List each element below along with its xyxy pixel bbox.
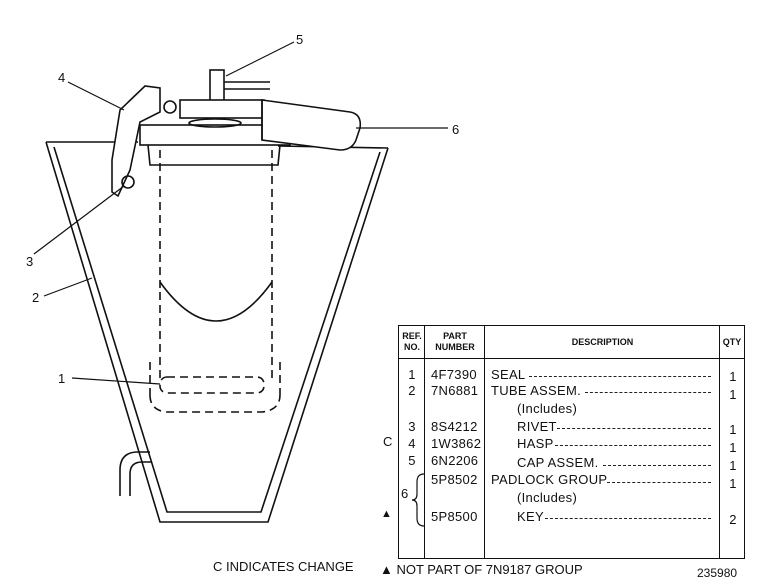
not-part-note: ▲ NOT PART OF 7N9187 GROUP <box>380 562 583 577</box>
row-part-number: 7N6881 <box>431 383 479 398</box>
group-brace <box>411 473 425 527</box>
change-mark: C <box>383 434 393 449</box>
not-part-mark: ▲ <box>381 508 392 520</box>
callout-4: 4 <box>58 70 65 85</box>
row-description: RIVET <box>517 419 557 434</box>
callout-6: 6 <box>452 122 459 137</box>
row-qty: 1 <box>729 476 737 491</box>
callout-5: 5 <box>296 32 303 47</box>
row-description: (Includes) <box>517 401 578 416</box>
header-qty: QTY <box>720 326 744 359</box>
row-part-number: 1W3862 <box>431 436 482 451</box>
callout-3: 3 <box>26 254 33 269</box>
leader-dash <box>555 445 711 446</box>
col-divider <box>719 326 720 558</box>
parts-list-table: REF. NO. PART NUMBER DESCRIPTION QTY 1 4… <box>398 325 745 559</box>
row-ref: 2 <box>408 383 416 398</box>
col-divider <box>484 326 485 558</box>
header-description: DESCRIPTION <box>485 326 720 359</box>
row-qty: 1 <box>729 440 737 455</box>
cap-assembly <box>139 69 291 166</box>
row-description: (Includes) <box>517 490 578 505</box>
leader-dash <box>607 482 711 483</box>
leader-dash <box>585 392 711 393</box>
row-description: HASP <box>517 436 554 451</box>
callout-2: 2 <box>32 290 39 305</box>
padlock <box>261 99 362 151</box>
group-ref: 6 <box>401 486 409 501</box>
housing <box>45 141 389 523</box>
row-qty: 2 <box>729 512 737 527</box>
row-qty: 1 <box>729 458 737 473</box>
hasp <box>111 85 177 198</box>
row-part-number: 5P8500 <box>431 509 478 524</box>
leader-dash <box>603 465 711 466</box>
leader-dash <box>557 428 711 429</box>
row-ref: 1 <box>408 367 416 382</box>
col-divider <box>424 326 425 558</box>
leader-lines <box>33 41 448 385</box>
row-part-number: 8S4212 <box>431 419 478 434</box>
row-description: CAP ASSEM. <box>517 455 599 470</box>
header-ref: REF. NO. <box>399 326 425 359</box>
callout-1: 1 <box>58 371 65 386</box>
row-ref: 4 <box>408 436 416 451</box>
leader-dash <box>545 518 711 519</box>
row-part-number: 5P8502 <box>431 472 478 487</box>
row-part-number: 6N2206 <box>431 453 479 468</box>
row-description: KEY <box>517 509 544 524</box>
row-ref: 5 <box>408 453 416 468</box>
change-note: C INDICATES CHANGE <box>213 559 354 574</box>
row-description: TUBE ASSEM. <box>491 383 581 398</box>
mounting-bracket <box>119 451 152 496</box>
tube <box>149 150 281 413</box>
row-part-number: 4F7390 <box>431 367 477 382</box>
figure-number: 235980 <box>697 566 738 580</box>
row-description: PADLOCK GROUP <box>491 472 608 487</box>
row-qty: 1 <box>729 422 737 437</box>
row-ref: 3 <box>408 419 416 434</box>
leader-dash <box>529 376 711 377</box>
row-description: SEAL <box>491 367 526 382</box>
row-qty: 1 <box>729 369 737 384</box>
header-part-number: PART NUMBER <box>425 326 485 359</box>
row-qty: 1 <box>729 387 737 402</box>
